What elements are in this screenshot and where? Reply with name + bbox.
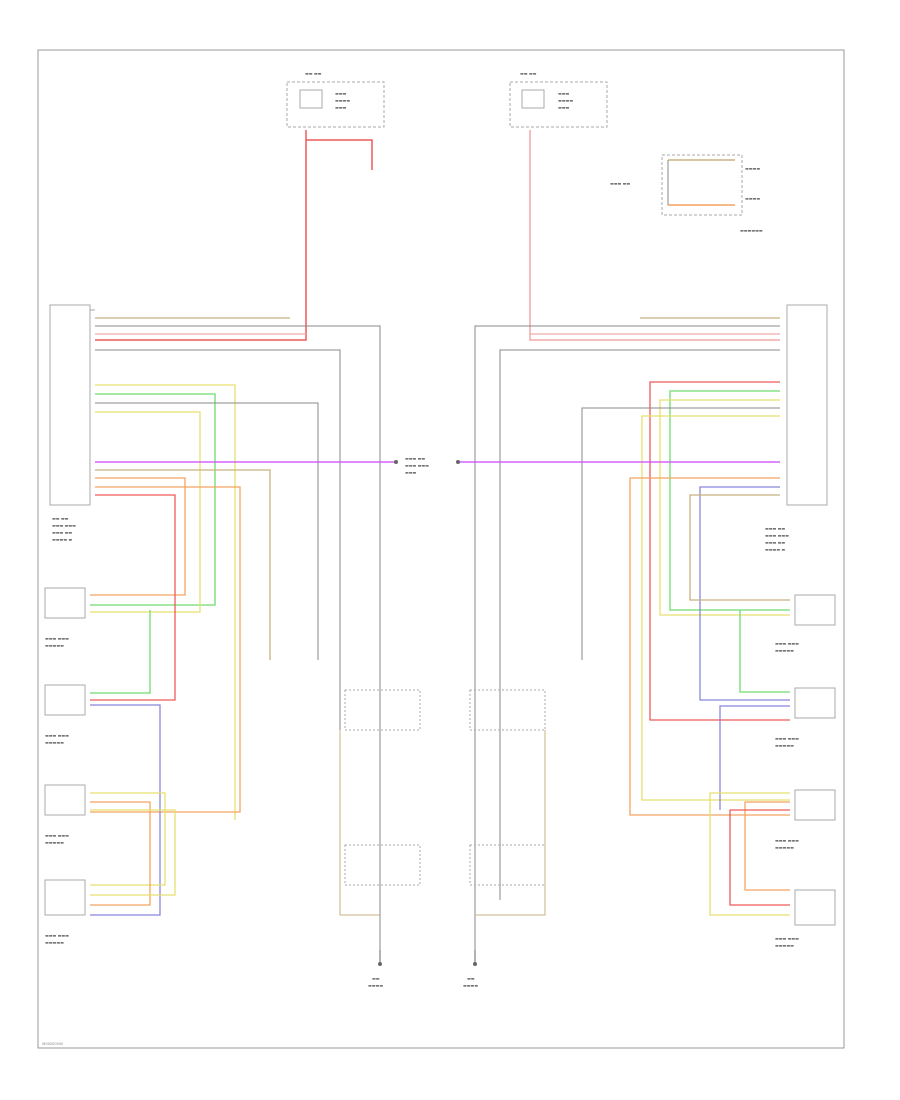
svg-text:▬▬▬▬: ▬▬▬▬ bbox=[745, 196, 760, 201]
svg-text:▬▬▬ ▬▬▬: ▬▬▬ ▬▬▬ bbox=[45, 833, 69, 838]
svg-text:▬▬▬▬ ▬: ▬▬▬▬ ▬ bbox=[52, 537, 72, 542]
svg-text:▬▬▬ ▬▬: ▬▬▬ ▬▬ bbox=[52, 530, 72, 535]
svg-text:▬▬ ▬▬: ▬▬ ▬▬ bbox=[520, 71, 537, 76]
svg-text:▬▬: ▬▬ bbox=[372, 976, 380, 981]
left-motor-wires bbox=[90, 610, 176, 916]
footer-code: W00000000 bbox=[42, 1042, 63, 1046]
left-ground: ▬▬ ▬▬▬▬ bbox=[368, 950, 383, 988]
svg-text:▬▬▬▬: ▬▬▬▬ bbox=[463, 983, 478, 988]
svg-text:▬▬▬ ▬▬▬: ▬▬▬ ▬▬▬ bbox=[45, 933, 69, 938]
svg-text:▬▬▬ ▬▬: ▬▬▬ ▬▬ bbox=[765, 526, 785, 531]
diagram-frame bbox=[37, 49, 845, 1049]
center-splice: ▬▬▬ ▬▬ ▬▬▬ ▬▬▬ ▬▬▬ bbox=[394, 456, 460, 475]
svg-text:▬▬▬▬ ▬: ▬▬▬▬ ▬ bbox=[765, 547, 785, 552]
right-center-switches bbox=[469, 689, 546, 886]
right-motor-connectors bbox=[794, 594, 836, 926]
svg-text:▬▬▬ ▬▬▬: ▬▬▬ ▬▬▬ bbox=[45, 636, 69, 641]
svg-text:▬▬▬ ▬▬▬: ▬▬▬ ▬▬▬ bbox=[45, 733, 69, 738]
left-motor-connectors bbox=[44, 587, 86, 916]
svg-text:▬▬▬▬▬▬: ▬▬▬▬▬▬ bbox=[740, 228, 763, 233]
svg-text:▬▬▬▬: ▬▬▬▬ bbox=[335, 98, 350, 103]
center-tan-wires bbox=[339, 730, 546, 916]
svg-text:▬▬▬ ▬▬: ▬▬▬ ▬▬ bbox=[610, 181, 630, 186]
svg-text:▬▬▬ ▬▬: ▬▬▬ ▬▬ bbox=[765, 540, 785, 545]
svg-text:▬▬▬▬▬: ▬▬▬▬▬ bbox=[45, 840, 64, 845]
svg-text:▬▬▬▬▬: ▬▬▬▬▬ bbox=[775, 648, 794, 653]
right-seat-module: ▬▬▬ ▬▬ ▬▬▬ ▬▬▬ ▬▬▬ ▬▬ ▬▬▬▬ ▬ bbox=[765, 304, 828, 552]
svg-text:▬▬▬▬▬: ▬▬▬▬▬ bbox=[775, 943, 794, 948]
svg-text:▬▬▬: ▬▬▬ bbox=[335, 105, 347, 110]
svg-text:▬▬▬ ▬▬▬: ▬▬▬ ▬▬▬ bbox=[775, 736, 799, 741]
svg-text:▬▬▬▬: ▬▬▬▬ bbox=[558, 98, 573, 103]
top-right-module: ▬▬▬ ▬▬ ▬▬▬▬ ▬▬▬▬ ▬▬▬▬▬▬ bbox=[610, 154, 763, 233]
svg-text:▬▬▬▬▬: ▬▬▬▬▬ bbox=[775, 743, 794, 748]
svg-text:▬▬▬ ▬▬▬: ▬▬▬ ▬▬▬ bbox=[765, 533, 789, 538]
svg-text:▬▬▬ ▬▬▬: ▬▬▬ ▬▬▬ bbox=[775, 838, 799, 843]
right-connector-labels: ▬▬▬ ▬▬▬ ▬▬▬▬▬ ▬▬▬ ▬▬▬ ▬▬▬▬▬ ▬▬▬ ▬▬▬ ▬▬▬▬… bbox=[775, 641, 799, 948]
right-motor-wires bbox=[709, 610, 790, 916]
svg-text:▬▬▬▬: ▬▬▬▬ bbox=[745, 166, 760, 171]
svg-text:▬▬▬ ▬▬▬: ▬▬▬ ▬▬▬ bbox=[775, 936, 799, 941]
svg-text:▬▬▬▬: ▬▬▬▬ bbox=[368, 983, 383, 988]
left-connector-labels: ▬▬▬ ▬▬▬ ▬▬▬▬▬ ▬▬▬ ▬▬▬ ▬▬▬▬▬ ▬▬▬ ▬▬▬ ▬▬▬▬… bbox=[45, 636, 69, 945]
svg-text:▬▬▬ ▬▬: ▬▬▬ ▬▬ bbox=[405, 456, 425, 461]
svg-text:▬▬▬▬▬: ▬▬▬▬▬ bbox=[45, 740, 64, 745]
svg-text:▬▬▬: ▬▬▬ bbox=[335, 91, 347, 96]
svg-text:▬▬▬: ▬▬▬ bbox=[558, 91, 570, 96]
svg-text:▬▬: ▬▬ bbox=[467, 976, 475, 981]
svg-text:▬▬ ▬▬: ▬▬ ▬▬ bbox=[305, 71, 322, 76]
right-harness-wires bbox=[460, 317, 790, 950]
svg-text:▬▬▬ ▬▬▬: ▬▬▬ ▬▬▬ bbox=[405, 463, 429, 468]
svg-text:▬▬▬▬▬: ▬▬▬▬▬ bbox=[775, 845, 794, 850]
svg-text:▬▬▬: ▬▬▬ bbox=[405, 470, 417, 475]
left-harness-wires bbox=[90, 317, 395, 950]
fuse-block-left: ▬▬ ▬▬ ▬▬▬ ▬▬▬▬ ▬▬▬ bbox=[286, 71, 385, 128]
left-center-switches bbox=[344, 689, 421, 886]
svg-text:▬▬▬: ▬▬▬ bbox=[558, 105, 570, 110]
power-feed-wires bbox=[95, 130, 780, 341]
fuse-block-right: ▬▬ ▬▬ ▬▬▬ ▬▬▬▬ ▬▬▬ bbox=[509, 71, 608, 128]
svg-text:▬▬ ▬▬: ▬▬ ▬▬ bbox=[52, 516, 69, 521]
svg-text:▬▬▬▬▬: ▬▬▬▬▬ bbox=[45, 940, 64, 945]
svg-text:▬▬▬▬▬: ▬▬▬▬▬ bbox=[45, 643, 64, 648]
left-seat-module: ▬▬ ▬▬ ▬▬▬ ▬▬▬ ▬▬▬ ▬▬ ▬▬▬▬ ▬ bbox=[49, 304, 95, 542]
svg-text:▬▬▬ ▬▬▬: ▬▬▬ ▬▬▬ bbox=[775, 641, 799, 646]
svg-text:▬▬▬ ▬▬▬: ▬▬▬ ▬▬▬ bbox=[52, 523, 76, 528]
right-ground: ▬▬ ▬▬▬▬ bbox=[463, 950, 478, 988]
